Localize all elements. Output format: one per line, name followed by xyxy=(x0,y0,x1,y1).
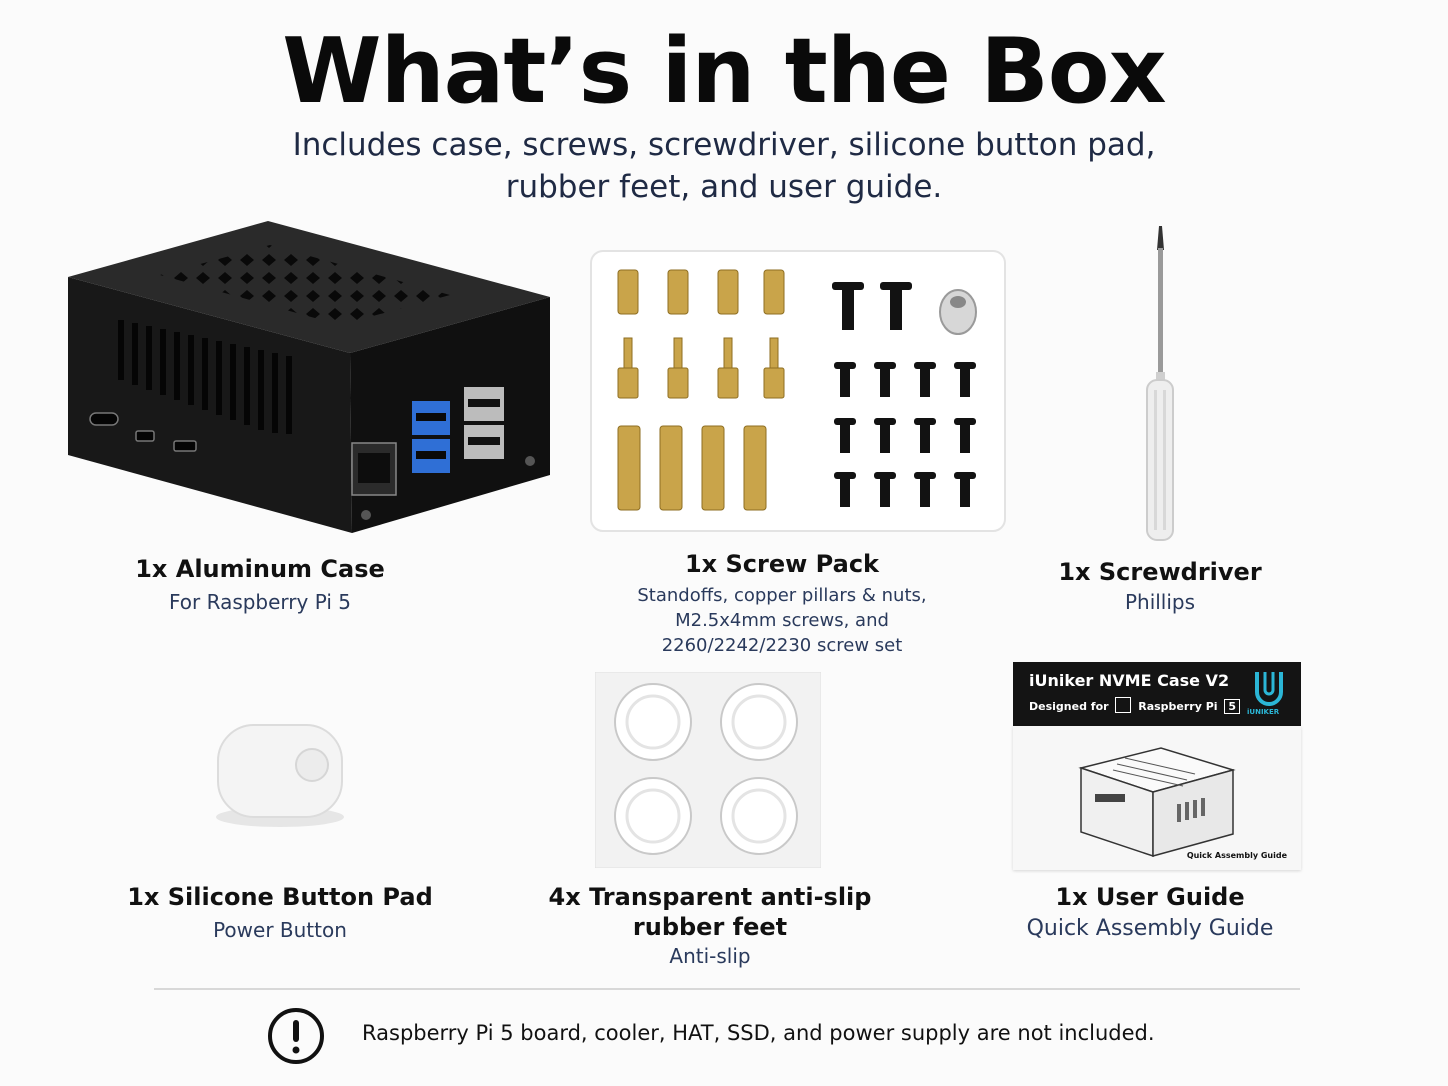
designed-for-text: Designed for xyxy=(1029,700,1109,713)
item-user-guide-label: 1x User Guide xyxy=(1055,883,1245,911)
user-guide-designed-for: Designed for Raspberry Pi 5 xyxy=(1029,697,1241,714)
item-silicone-button-pad-label: 1x Silicone Button Pad xyxy=(127,883,433,911)
item-rubber-feet-label: 4x Transparent anti-slip rubber feet xyxy=(540,882,880,942)
screw-pack-desc-line-3: 2260/2242/2230 screw set xyxy=(661,635,903,656)
item-aluminum-case-label: 1x Aluminum Case xyxy=(135,555,385,583)
page-title: What’s in the Box xyxy=(282,19,1166,124)
item-screw-pack-label: 1x Screw Pack xyxy=(684,550,879,578)
not-included-note: Raspberry Pi 5 board, cooler, HAT, SSD, … xyxy=(362,1021,1155,1045)
item-rubber-feet-desc: Anti-slip xyxy=(669,944,751,968)
iuniker-logo-text: iUNIKER xyxy=(1247,708,1280,716)
iuniker-logo-icon xyxy=(1255,672,1283,706)
silicone-button-pad-image xyxy=(216,724,344,827)
exclamation-circle-icon xyxy=(268,1008,324,1064)
case-outline-illustration xyxy=(1078,747,1236,858)
screw-pack-desc-line-1: Standoffs, copper pillars & nuts, xyxy=(637,585,927,606)
aluminum-case-image xyxy=(68,221,550,533)
screw-pack-desc-line-2: M2.5x4mm screws, and xyxy=(675,610,889,631)
subtitle-line-2: rubber feet, and user guide. xyxy=(505,169,943,205)
user-guide-header: iUniker NVME Case V2 Designed for Raspbe… xyxy=(1013,662,1301,726)
raspberry-pi-logo-icon xyxy=(1115,697,1132,713)
user-guide-body: Quick Assembly Guide xyxy=(1013,726,1301,870)
item-screwdriver-desc: Phillips xyxy=(1124,590,1196,614)
model-badge: 5 xyxy=(1224,699,1241,714)
screwdriver-image xyxy=(1146,226,1174,541)
screw-pack-image xyxy=(590,250,1006,532)
item-silicone-button-pad-desc: Power Button xyxy=(213,918,347,942)
item-aluminum-case-desc: For Raspberry Pi 5 xyxy=(169,590,351,614)
subtitle-line-1: Includes case, screws, screwdriver, sili… xyxy=(292,127,1156,163)
item-screw-pack-desc: Standoffs, copper pillars & nuts, M2.5x4… xyxy=(582,583,982,658)
page-subtitle: Includes case, screws, screwdriver, sili… xyxy=(224,124,1224,208)
item-user-guide-desc: Quick Assembly Guide xyxy=(1026,916,1274,941)
rubber-feet-image xyxy=(595,672,821,868)
user-guide-title: iUniker NVME Case V2 xyxy=(1029,671,1230,690)
user-guide-footer: Quick Assembly Guide xyxy=(1186,851,1287,860)
rubber-feet-label-line-2: rubber feet xyxy=(632,913,788,941)
brand-text: Raspberry Pi xyxy=(1138,700,1218,713)
item-screwdriver-label: 1x Screwdriver xyxy=(1058,558,1262,586)
rubber-feet-label-line-1: 4x Transparent anti-slip xyxy=(548,883,872,911)
footer-divider xyxy=(154,988,1300,990)
